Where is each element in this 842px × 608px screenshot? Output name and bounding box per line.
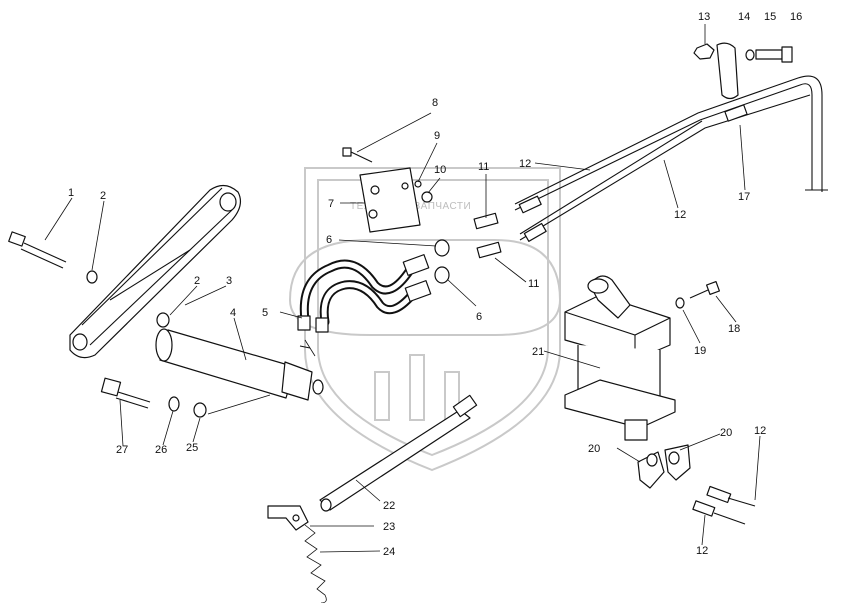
washer-part-19 [675, 297, 685, 309]
leader-lines [44, 24, 761, 553]
spring-part-24 [304, 524, 327, 604]
watermark-shield: ТЕХНИКА И ЗАПЧАСТИ [288, 167, 562, 472]
washer-part-3 [156, 312, 170, 328]
callout-3: 3 [226, 275, 232, 287]
pipes-part-12 [514, 75, 828, 242]
callout-15: 15 [764, 11, 776, 23]
callout-4: 4 [230, 307, 236, 319]
callout-18: 18 [728, 323, 740, 335]
callout-8: 8 [432, 97, 438, 109]
nuts-part-6 [434, 239, 450, 284]
washer-part-25 [193, 402, 207, 418]
callout-9: 9 [434, 130, 440, 142]
washer-part-2 [86, 270, 98, 284]
hoses-part-5 [297, 254, 432, 333]
callout-19: 19 [694, 345, 706, 357]
bracket-plate-part-7 [359, 167, 421, 233]
callout-22: 22 [383, 500, 395, 512]
callout-11: 11 [478, 161, 489, 173]
callout-labels: 1 2 2 3 4 5 6 6 7 8 9 10 11 11 12 12 12 … [68, 11, 802, 558]
callout-6: 6 [476, 311, 482, 323]
bolt-part-8 [342, 147, 373, 163]
assembly-guide-line [207, 394, 271, 415]
hydraulic-cylinder-part-4 [155, 328, 324, 401]
callout-12: 12 [754, 425, 766, 437]
callout-20: 20 [720, 427, 732, 439]
callout-5: 5 [262, 307, 268, 319]
callout-12: 12 [696, 545, 708, 557]
nut-part-10 [421, 191, 433, 203]
washer-part-26 [168, 396, 180, 412]
bolt-part-1 [8, 231, 67, 269]
callout-1: 1 [68, 187, 74, 199]
bolt-part-18 [689, 280, 721, 299]
callout-6: 6 [326, 234, 332, 246]
callout-12: 12 [519, 158, 531, 170]
washer-part-9 [414, 180, 422, 188]
lever-arm [69, 184, 242, 359]
lower-pipes-part-12 [692, 485, 756, 525]
callout-24: 24 [383, 546, 395, 558]
callout-7: 7 [328, 198, 334, 210]
callout-16: 16 [790, 11, 802, 23]
callout-2: 2 [194, 275, 200, 287]
callout-17: 17 [738, 191, 750, 203]
callout-13: 13 [698, 11, 710, 23]
callout-23: 23 [383, 521, 395, 533]
callout-21: 21 [532, 346, 544, 358]
clamp-assembly-parts-13-16 [693, 42, 793, 122]
callout-12: 12 [674, 209, 686, 221]
callout-20: 20 [588, 443, 600, 455]
hydraulic-unit-part-21 [564, 275, 676, 441]
callout-14: 14 [738, 11, 750, 23]
callout-2: 2 [100, 190, 106, 202]
callout-26: 26 [155, 444, 167, 456]
elbow-fittings-part-20 [637, 444, 691, 489]
rod-part-22 [319, 394, 478, 512]
bracket-part-23 [267, 505, 309, 531]
bolt-part-27 [100, 377, 151, 409]
callout-27: 27 [116, 444, 128, 456]
callout-25: 25 [186, 442, 198, 454]
callout-10: 10 [434, 164, 446, 176]
fittings-part-11 [473, 212, 502, 259]
callout-11: 11 [528, 278, 539, 290]
